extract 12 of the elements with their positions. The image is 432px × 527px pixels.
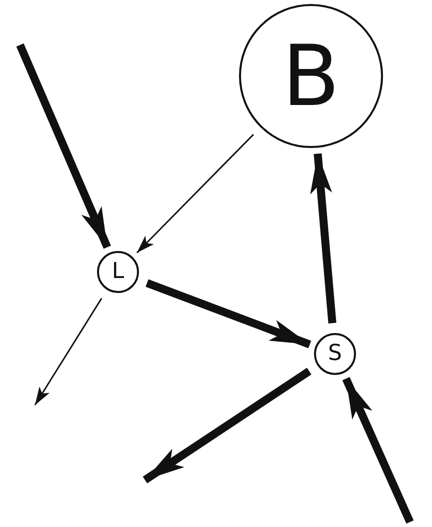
arrow xyxy=(34,298,102,406)
node-letter: B xyxy=(282,34,340,118)
node-letter: L xyxy=(112,261,124,283)
arrow xyxy=(310,153,336,324)
arrow xyxy=(146,279,312,348)
circle-node xyxy=(97,251,139,293)
arrow xyxy=(142,368,312,484)
arrow xyxy=(16,43,111,249)
arrow xyxy=(136,134,254,254)
arrow xyxy=(342,377,414,524)
node-letter: S xyxy=(328,343,342,365)
circle-node xyxy=(314,333,356,375)
